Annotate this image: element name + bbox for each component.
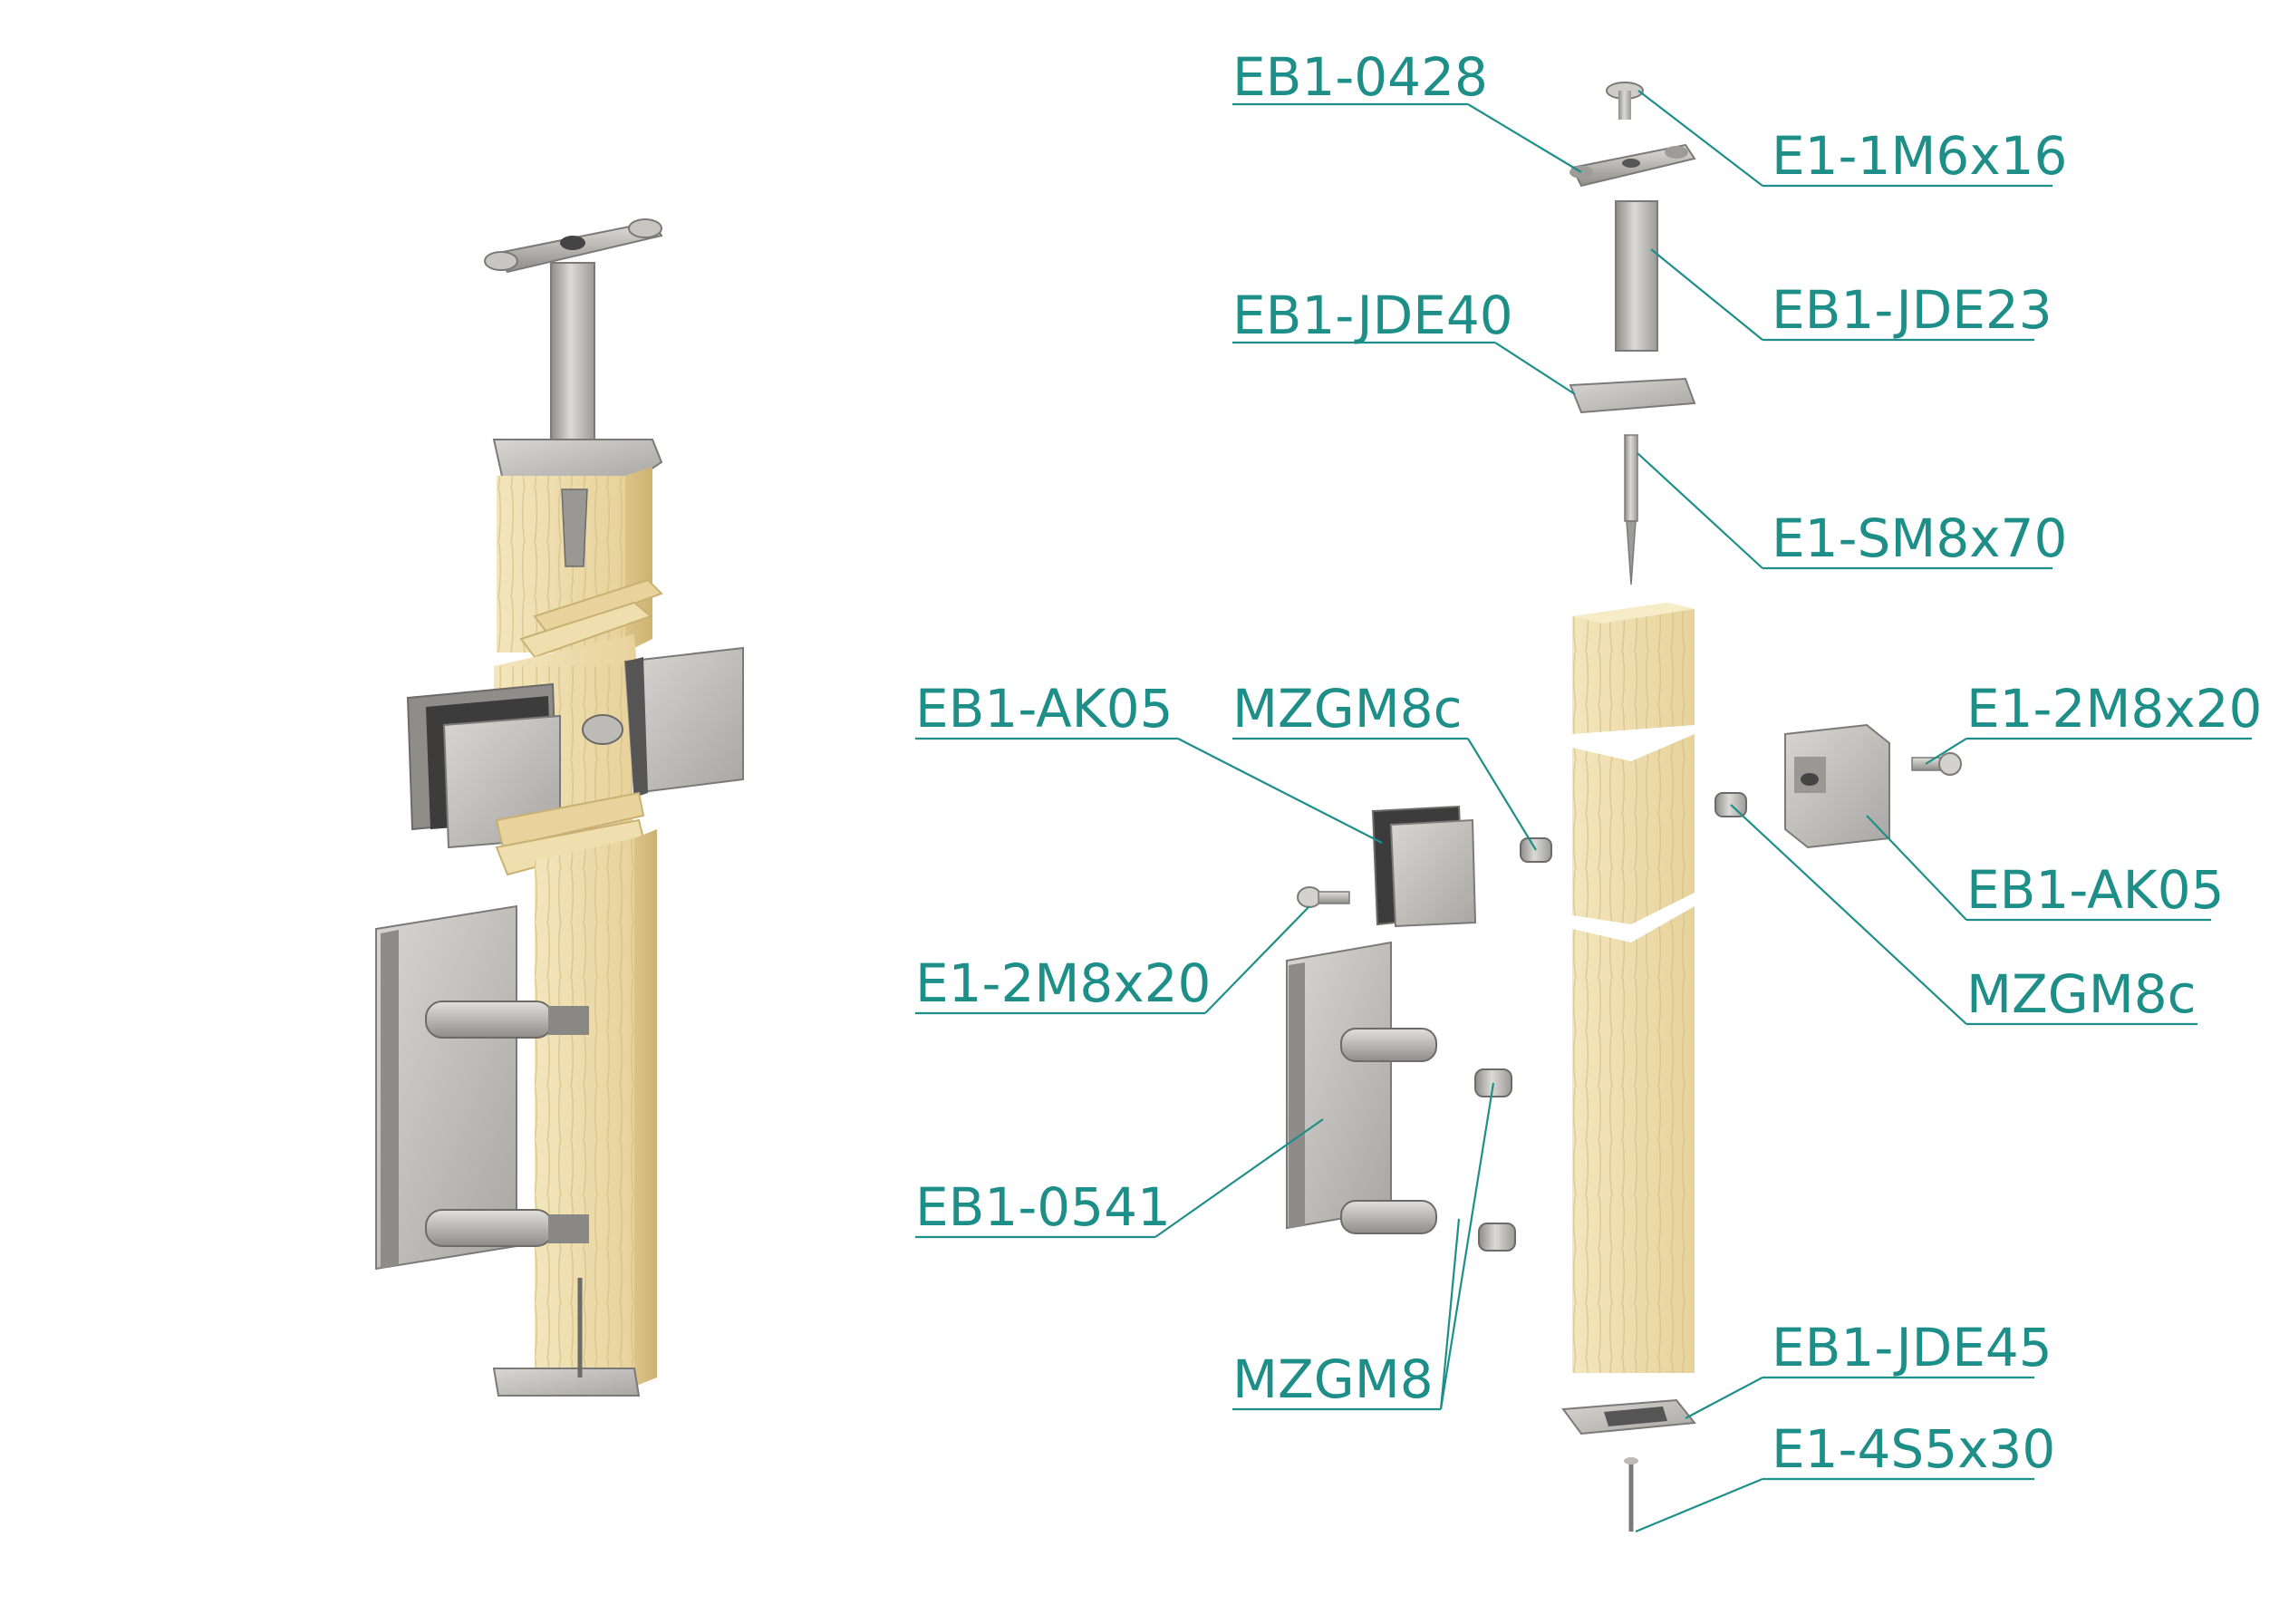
part-eb1-jde40 — [1569, 377, 1696, 414]
label-mzgm8c-left: MZGM8c — [1232, 678, 1463, 740]
assembled-bottom-plate — [492, 1368, 641, 1397]
label-e1-1m6x16: E1-1M6x16 — [1772, 125, 2067, 187]
label-eb1-jde45: EB1-JDE45 — [1772, 1317, 2052, 1378]
assembled-side-mount-plate — [375, 904, 589, 1271]
part-eb1-0541 — [1286, 941, 1437, 1234]
part-wood-post-upper — [1572, 603, 1695, 734]
part-eb1-ak05-right — [1784, 723, 1890, 849]
part-e1-sm8x70 — [1624, 434, 1638, 585]
label-eb1-jde23: EB1-JDE23 — [1772, 279, 2052, 341]
assembled-post — [375, 218, 744, 1397]
leader-lines — [915, 90, 2252, 1533]
label-e1-4s5x30: E1-4S5x30 — [1772, 1418, 2055, 1480]
part-eb1-ak05-left — [1371, 805, 1477, 928]
label-mzgm8: MZGM8 — [1232, 1348, 1434, 1410]
assembled-glass-clamp-right — [582, 646, 744, 798]
part-e1-2m8x20-left — [1297, 886, 1350, 908]
part-e1-4s5x30 — [1624, 1457, 1638, 1532]
label-eb1-ak05-left: EB1-AK05 — [915, 678, 1173, 740]
part-eb1-jde45 — [1561, 1398, 1696, 1436]
label-eb1-ak05-right: EB1-AK05 — [1966, 859, 2225, 921]
part-e1-2m8x20-right — [1911, 752, 1962, 776]
part-eb1-0428 — [1569, 143, 1696, 188]
label-eb1-0428: EB1-0428 — [1232, 46, 1488, 108]
part-mzgm8-inserts — [1474, 1068, 1516, 1252]
assembled-wood-lower — [535, 829, 657, 1387]
assembled-top-saddle — [484, 218, 663, 450]
part-eb1-jde23 — [1615, 200, 1658, 352]
exploded-parts — [1286, 82, 1962, 1532]
part-labels: EB1-0428 E1-1M6x16 EB1-JDE40 EB1-JDE23 E… — [915, 46, 2262, 1480]
label-mzgm8c-right: MZGM8c — [1966, 963, 2197, 1025]
label-e1-2m8x20-right: E1-2M8x20 — [1966, 678, 2262, 740]
label-eb1-jde40: EB1-JDE40 — [1232, 285, 1513, 346]
label-e1-2m8x20-left: E1-2M8x20 — [915, 952, 1211, 1014]
assembled-glass-clamp-left — [406, 682, 561, 849]
part-wood-post-lower — [1572, 906, 1695, 1373]
label-eb1-0541: EB1-0541 — [915, 1176, 1171, 1238]
part-e1-1m6x16 — [1606, 82, 1644, 120]
part-wood-post-middle — [1572, 734, 1695, 924]
label-e1-sm8x70: E1-SM8x70 — [1772, 508, 2067, 569]
